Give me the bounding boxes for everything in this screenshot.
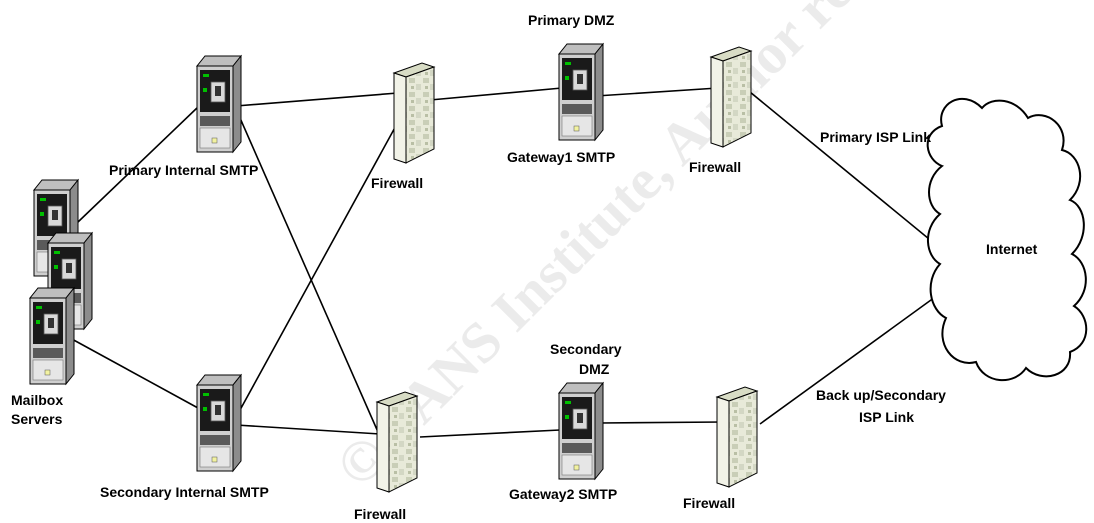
primary-internal-smtp-label: Primary Internal SMTP [109,162,258,178]
mailbox-servers-label-line1: Mailbox [11,392,63,408]
connection-lines [69,87,943,438]
gateway1-server-icon [558,43,604,141]
firewall-bottom-right-label: Firewall [683,495,735,511]
gateway2-server-icon [558,382,604,480]
backup-isp-link-label-line1: Back up/Secondary [816,387,946,403]
firewall-bottom-right-icon [716,386,758,488]
secondary-dmz-label-line2: DMZ [579,361,610,377]
primary-isp-link-label: Primary ISP Link [820,129,931,145]
firewall-top-left-icon [393,62,435,164]
mailbox-server-icon [29,287,75,385]
secondary-dmz-label-line1: Secondary [550,341,622,357]
mailbox-servers-label-line2: Servers [11,411,63,427]
primary-internal-smtp-server-icon [196,55,242,153]
firewall-bottom-left-label: Firewall [354,506,406,522]
backup-isp-link-label-line2: ISP Link [859,409,914,425]
firewall-top-right-icon [710,46,752,148]
firewall-top-left-label: Firewall [371,175,423,191]
internet-label: Internet [986,241,1038,257]
internet-cloud-icon [926,97,1088,382]
secondary-internal-smtp-label: Secondary Internal SMTP [100,484,269,500]
gateway1-smtp-label: Gateway1 SMTP [507,149,615,165]
primary-dmz-label: Primary DMZ [528,12,615,28]
gateway2-smtp-label: Gateway2 SMTP [509,486,617,502]
firewall-bottom-left-icon [376,391,418,493]
secondary-internal-smtp-server-icon [196,374,242,472]
firewall-top-right-label: Firewall [689,159,741,175]
